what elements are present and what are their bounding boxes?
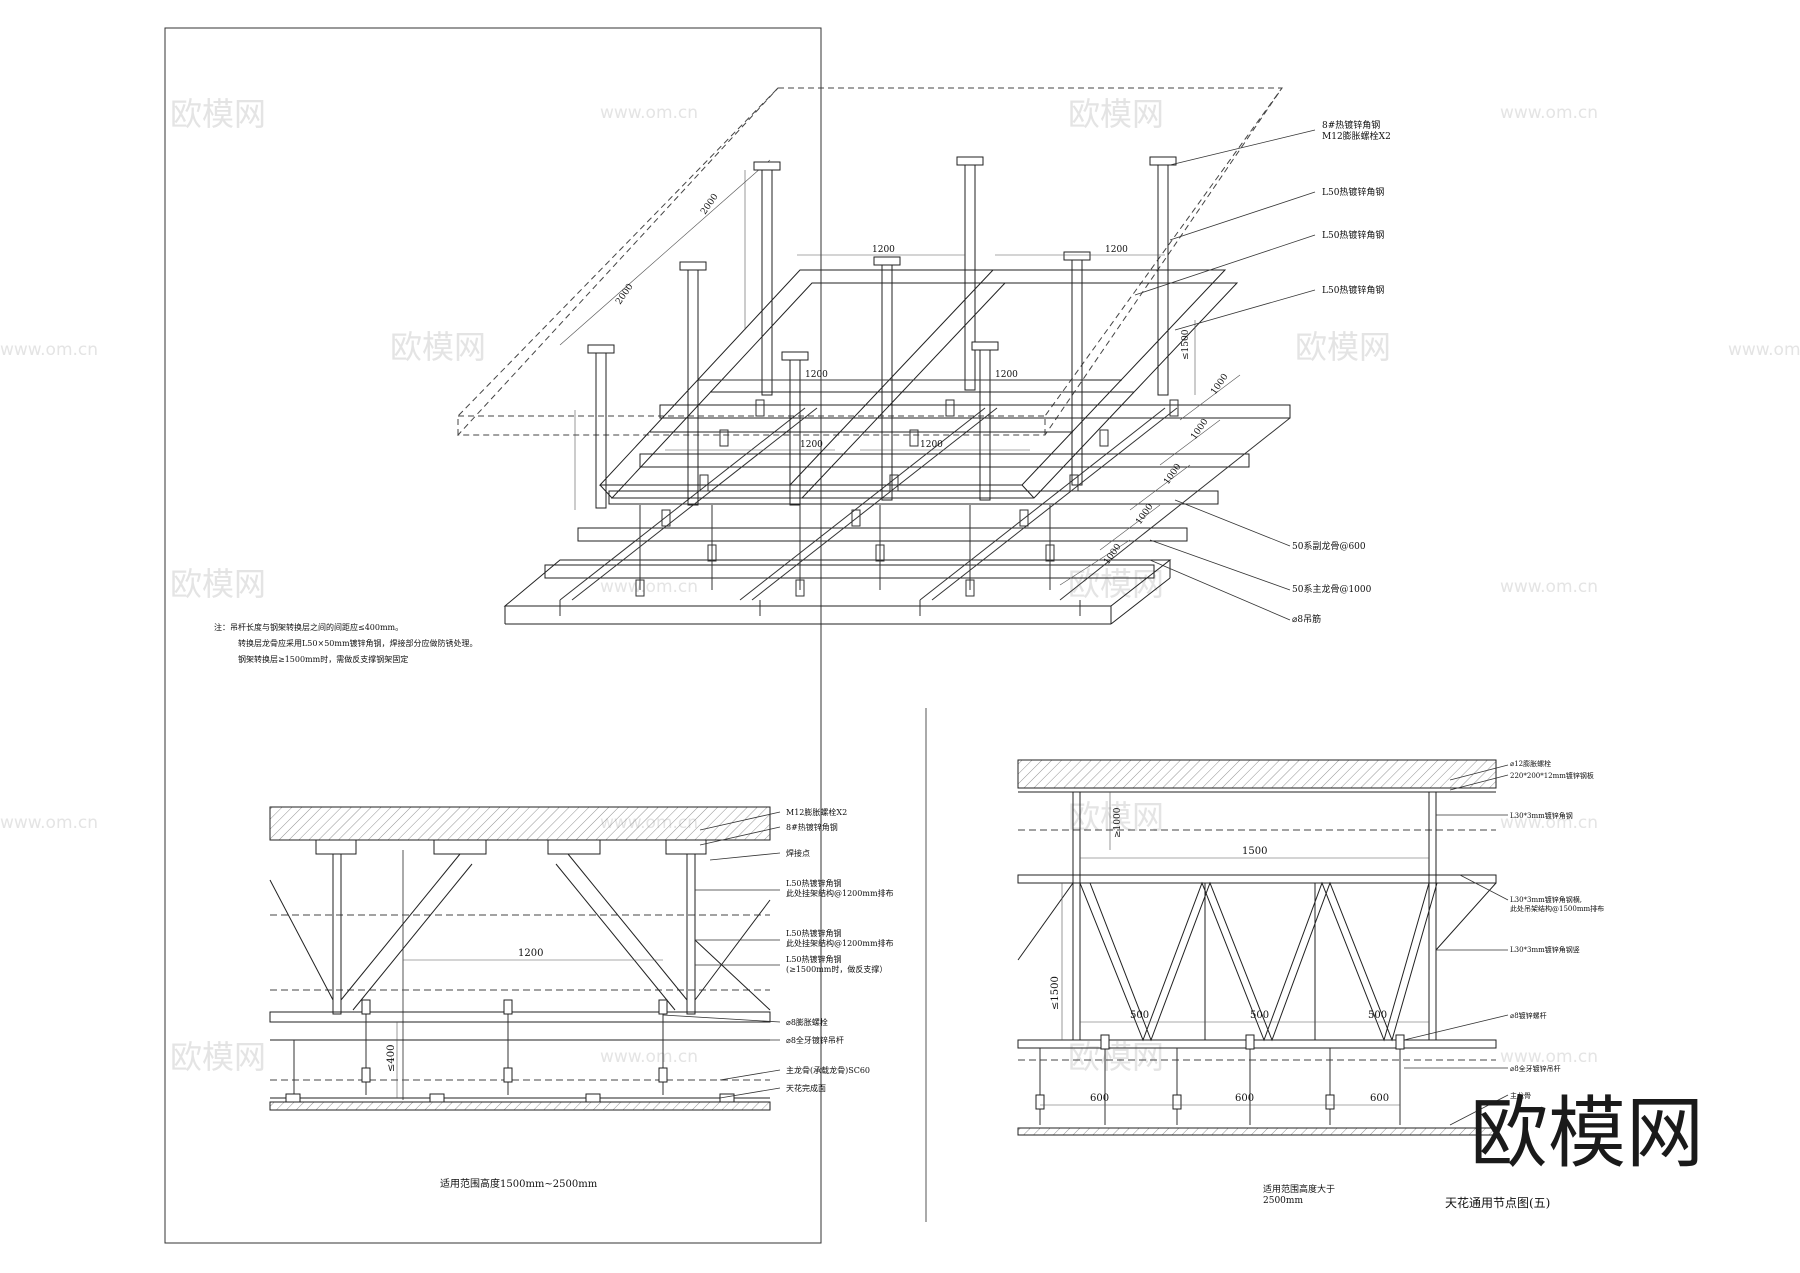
right-detail-annotations: ⌀12膨胀螺栓 220*200*12mm镀锌钢板 L30*3mm镀锌角钢 L30*3m… [1050,759,1604,1104]
watermark-brand: 欧模网 [170,1038,266,1076]
iso-leader-label: L50热镀锌角钢 [1322,284,1384,296]
hangers [595,159,1169,509]
right-leader-label: L30*3mm镀锌角钢竖 [1510,945,1580,954]
iso-dimension: 1200 [995,370,1018,380]
right-leader-label: ⌀8全牙镀锌吊杆 [1510,1064,1561,1073]
watermark-url: www.om.cn [600,1047,698,1067]
watermark-brand: 欧模网 [1295,328,1391,366]
right-section-detail [1017,759,1509,1136]
sheet-border [164,27,822,1244]
iso-leader-label: 50系主龙骨@1000 [1292,583,1372,595]
watermark-brand: 欧模网 [1068,565,1164,603]
iso-dimension: 1200 [805,370,828,380]
right-dimension: ≤1500 [1050,976,1061,1010]
iso-leader-label: M12膨胀螺栓X2 [1322,130,1391,142]
right-leader-label: ⌀12膨胀螺栓 [1510,759,1551,768]
watermark-url: www.om.cn [0,340,98,360]
right-leader-label: 此处吊架结构@1500mm排布 [1510,904,1604,913]
brand-logo-watermark: 欧模网 [1470,1089,1704,1179]
watermark-url: www.om.cn [1500,813,1598,833]
right-caption-line: 适用范围高度大于 [1263,1183,1335,1195]
iso-leader-label: 8#热镀锌角钢 [1322,119,1380,131]
iso-leader-label: L50热镀锌角钢 [1322,229,1384,241]
right-dimension: ≥1000 [1113,807,1123,838]
left-leader-label: (≥1500mm时，做反支撑） [786,964,887,974]
left-leader-label: M12膨胀螺栓X2 [786,807,847,817]
iso-dimension: ≤1500 [1181,329,1191,360]
note-line: 转换层龙骨应采用L50×50mm镀锌角钢，焊接部分应做防锈处理。 [238,638,478,648]
left-leader-label: L50热镀锌角钢 [786,928,842,938]
right-caption-line: 2500mm [1263,1196,1303,1206]
watermark-url: www.om.cn [1500,577,1598,597]
right-leader-label: L30*3mm镀锌角钢横, [1510,895,1582,904]
left-leader-label: ⌀8全牙镀锌吊杆 [786,1035,844,1045]
left-section-detail [269,806,781,1111]
iso-leader-label: L50热镀锌角钢 [1322,186,1384,198]
watermark-url: www.om.cn [600,103,698,123]
watermark-brand: 欧模网 [390,328,486,366]
watermark-brand: 欧模网 [1068,1038,1164,1076]
right-leader-label: ⌀8镀锌螺杆 [1510,1011,1547,1020]
right-leader-label: L30*3mm镀锌角钢 [1510,811,1573,820]
watermark-url: www.om.cn [1728,340,1800,360]
iso-dimension: 1000 [1162,462,1183,487]
left-leader-label: 天花完成面 [786,1083,826,1093]
right-dimension: 600 [1370,1093,1389,1104]
watermark-url: www.om.cn [1500,103,1598,123]
iso-leader-label: ⌀8吊筋 [1292,613,1321,625]
left-slab-hatch [269,806,771,841]
right-dimension: 500 [1130,1010,1149,1021]
left-dimension: ≤400 [386,1045,397,1072]
watermark-url: www.om.cn [0,813,98,833]
left-leader-label: 此处挂架结构@1200mm排布 [786,938,894,948]
right-dimension: 600 [1235,1093,1254,1104]
cross-runners [559,407,1291,601]
left-leader-label: L50热镀锌角钢 [786,954,842,964]
watermark-url: www.om.cn [1500,1047,1598,1067]
iso-dimension: 1200 [1105,245,1128,255]
drop-rods [559,399,1179,616]
right-dimension: 500 [1250,1010,1269,1021]
left-dimension: 1200 [518,948,543,959]
iso-dimension: 1000 [1134,502,1155,527]
right-dimension: 1500 [1242,846,1267,857]
iso-leader-label: 50系副龙骨@600 [1292,540,1366,552]
left-detail-annotations: M12膨胀螺栓X28#热镀锌角钢焊接点L50热镀锌角钢此处挂架结构@1200mm… [386,807,894,1093]
left-leader-label: L50热镀锌角钢 [786,878,842,888]
right-dimension: 600 [1090,1093,1109,1104]
left-leader-label: 焊接点 [786,848,810,858]
watermark-brand: 欧模网 [170,95,266,133]
general-notes: 注：吊杆长度与钢架转换层之间的间距应≤400mm。转换层龙骨应采用L50×50m… [214,622,478,664]
right-leader-label: 220*200*12mm镀锌钢板 [1510,771,1594,780]
isometric-ceiling-frame [456,87,1316,625]
right-leader-label: 主龙骨 [1510,1091,1531,1100]
iso-dimension: 2000 [699,192,720,217]
left-leader-label: ⌀8膨胀螺栓 [786,1017,828,1027]
watermark-brand: 欧模网 [170,565,266,603]
iso-dimension: 1200 [920,440,943,450]
left-leader-label: 此处挂架结构@1200mm排布 [786,888,894,898]
iso-dimension: 1200 [800,440,823,450]
watermark-brand: 欧模网 [1068,95,1164,133]
note-line: 钢架转换层≥1500mm时，需做反支撑钢架固定 [238,654,408,664]
left-caption: 适用范围高度1500mm~2500mm [440,1177,598,1190]
note-line: 注：吊杆长度与钢架转换层之间的间距应≤400mm。 [214,622,403,632]
watermark-url: www.om.cn [600,577,698,597]
iso-dimension: 1200 [872,245,895,255]
left-leader-label: 主龙骨(承载龙骨)SC60 [786,1065,870,1075]
left-leader-label: 8#热镀锌角钢 [786,822,838,832]
right-slab-hatch [1017,759,1497,789]
sheet-title: 天花通用节点图(五) [1445,1195,1550,1210]
steel-transfer-frame [598,269,1239,499]
right-dimension: 500 [1368,1010,1387,1021]
